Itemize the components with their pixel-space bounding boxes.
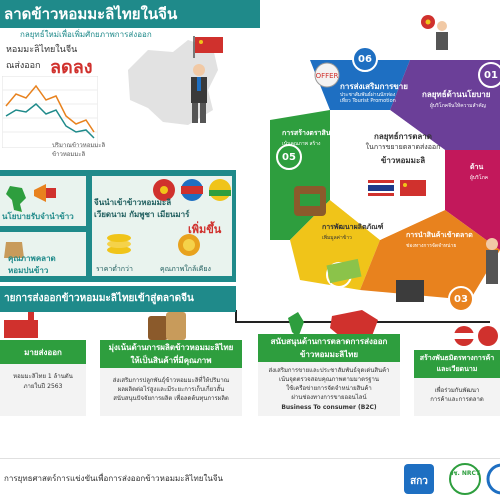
page-subtitle: กลยุทธ์ใหม่เพื่อเพิ่มศักยภาพการส่งออก bbox=[20, 30, 152, 39]
competitor-text-1: จีนนำเข้าข้าวหอมมะลิ bbox=[94, 198, 172, 207]
marketing-card-head: สนับสนุนด้านการตลาดการส่งออก ข้าวหอมมะลิ… bbox=[258, 334, 400, 362]
thai-man-flag-icon bbox=[421, 15, 448, 50]
competitor-text-2: เวียดนาม กัมพูชา เมียนมาร์ bbox=[94, 210, 190, 219]
marketing-body-1: ส่งเสริมการขายและประชาสัมพันธ์จุดเด่นสิน… bbox=[268, 367, 390, 374]
thai-china-flags bbox=[368, 180, 426, 196]
seg06-body: ประชาสัมพันธ์ผ่านนักท่องเที่ยว Tourist P… bbox=[340, 92, 396, 104]
partner-body-2: การค้าและการตลาด bbox=[430, 396, 484, 403]
policy-text: นโยบายรับจำนำข้าว bbox=[2, 212, 74, 221]
coins-icon bbox=[107, 234, 131, 254]
seg04-title: การพัฒนาผลิตภัณฑ์ bbox=[322, 223, 384, 231]
org-logo-2-icon bbox=[449, 463, 481, 495]
marketing-body-4: ผ่านช่องทางการขายออนไลน์ bbox=[291, 394, 367, 401]
quality-label: คุณภาพใกล้เคียง bbox=[160, 265, 211, 273]
megaphone-icon bbox=[34, 184, 56, 202]
marketing-body-5: Business To consumer (B2C) bbox=[281, 404, 377, 411]
thai-china-map-icon bbox=[288, 310, 378, 338]
seg03-title: การนำสินค้าเข้าตลาด bbox=[406, 231, 473, 239]
increase-word: เพิ่มขึ้น bbox=[188, 223, 222, 236]
marketing-head-1: สนับสนุนด้านการตลาดการส่งออก bbox=[270, 337, 388, 346]
price-label: ราคาต่ำกว่า bbox=[96, 265, 133, 273]
strategy-wheel bbox=[270, 60, 500, 300]
seg05-title: การสร้างตราสินค้า bbox=[282, 129, 340, 137]
footer-text: การยุทธศาสตร์การแข่งขันเพื่อการส่งออกข้า… bbox=[4, 474, 224, 483]
badge-03: 03 bbox=[448, 286, 474, 312]
org-logo-3-icon bbox=[486, 463, 500, 495]
partner-head-1: สร้างพันธมิตรทางการค้า bbox=[419, 354, 495, 362]
seg04-body: เพิ่มมูลค่าข้าว bbox=[322, 235, 352, 241]
svg-text:สกว: สกว bbox=[410, 476, 428, 487]
money-icon bbox=[326, 258, 362, 284]
org-logo-2-text: วช. NRCT bbox=[450, 470, 480, 477]
center-text-2: ในการขยายตลาดส่งออก bbox=[365, 143, 441, 151]
production-card-head: มุ่งเน้นด้านการผลิตข้าวหอมมะลิไทย ให้เป็… bbox=[100, 340, 242, 368]
section-title: ายการส่งออกข้าวหอมมะลิไทยเข้าสู่ตลาดจีน bbox=[0, 286, 236, 312]
badge-06: 06 bbox=[352, 46, 378, 72]
segment-01 bbox=[390, 60, 500, 150]
seg06-title: การส่งเสริมการขาย bbox=[340, 82, 408, 91]
goal-card-body-1: หอมมะลิไทย 1 ล้านตัน bbox=[13, 373, 73, 380]
rice-bag-icon bbox=[294, 186, 326, 216]
legend-2: ข้าวหอมมะลิ bbox=[52, 151, 86, 158]
trend-word: ลดลง bbox=[50, 57, 93, 78]
center-text-3: ข้าวหอมมะลิ bbox=[380, 156, 426, 165]
production-head-1: มุ่งเน้นด้านการผลิตข้าวหอมมะลิไทย bbox=[108, 343, 234, 352]
segment-02 bbox=[445, 150, 500, 250]
seg03-body: ช่องทางการจัดจำหน่าย bbox=[406, 243, 457, 249]
china-flag-icon bbox=[193, 36, 223, 58]
trend-line-2 bbox=[5, 102, 95, 139]
section-connector bbox=[235, 310, 490, 323]
svg-text:OFFER: OFFER bbox=[316, 72, 339, 80]
production-body-3: สนับสนุนปัจจัยการผลิต เพื่อลดต้นทุนการผล… bbox=[113, 395, 229, 402]
partner-body-1: เพื่อร่วมกันพัฒนา bbox=[434, 387, 480, 394]
worker-icon bbox=[486, 238, 498, 284]
production-head-2: ให้เป็นสินค้าที่มีคุณภาพ bbox=[130, 356, 212, 365]
marketing-body-3: ใช้เครือข่ายการจัดจำหน่ายสินค้า bbox=[286, 385, 372, 392]
factory-icon bbox=[4, 312, 38, 338]
seg01-title: กลยุทธ์ด้านนโยบาย bbox=[422, 90, 491, 99]
trend-line-1 bbox=[5, 84, 95, 133]
goal-card-body-2: ภายในปี 2563 bbox=[23, 383, 63, 390]
box-icon bbox=[396, 280, 424, 302]
quality-text-1: คุณภาพคลาด bbox=[8, 254, 56, 263]
competitor-flags bbox=[153, 179, 231, 201]
goal-card-head: มายส่งออก bbox=[0, 340, 86, 364]
chart-label-2: ณส่งออก bbox=[6, 61, 41, 71]
businessman-icon bbox=[191, 64, 207, 123]
org-logo-1-icon: สกว bbox=[404, 464, 434, 494]
quality-text-2: หอมปนข้าว bbox=[8, 266, 49, 275]
trend-chart bbox=[2, 76, 98, 148]
partner-head-2: และเวียดนาม bbox=[436, 365, 478, 373]
seg02-title: ด้าน bbox=[470, 163, 484, 171]
segment-03 bbox=[360, 210, 500, 300]
medal-icon bbox=[178, 234, 200, 256]
offer-tag-icon: OFFER bbox=[314, 62, 340, 88]
partner-card-head: สร้างพันธมิตรทางการค้า และเวียดนาม bbox=[414, 350, 500, 378]
page-title: ลาดข้าวหอมมะลิไทยในจีน bbox=[0, 0, 260, 28]
seg01-body: ผู้บริโภคจีนให้ความสำคัญ bbox=[430, 103, 486, 109]
badge-01: 01 bbox=[478, 62, 500, 88]
chart-label-1: หอมมะลิไทยในจีน bbox=[6, 45, 78, 55]
partner-flags-icon bbox=[454, 326, 498, 346]
marketing-head-2: ข้าวหอมมะลิไทย bbox=[299, 350, 359, 359]
production-body-2: ผลผลิตต่อไร่สูงและมีระยะการเก็บเกี่ยวสั้… bbox=[117, 386, 225, 393]
center-text-1: กลยุทธ์การตลาด bbox=[373, 132, 432, 141]
rice-sack-icon bbox=[4, 242, 24, 258]
marketing-body-2: เน้นจุดตรวจสอบคุณภาพตามมาตรฐาน bbox=[278, 376, 380, 383]
rice-sacks-icon bbox=[148, 312, 186, 340]
thailand-map-icon bbox=[6, 186, 26, 212]
seg02-body: ผู้บริโภค bbox=[470, 175, 489, 181]
legend-1: ปริมาณข้าวหอมมะลิ bbox=[52, 142, 106, 149]
badge-05: 05 bbox=[276, 144, 302, 170]
center-hex bbox=[330, 110, 445, 240]
production-body-1: ส่งเสริมการปลูกพันธุ์ข้าวหอมมะลิที่ให้ปร… bbox=[112, 377, 230, 384]
